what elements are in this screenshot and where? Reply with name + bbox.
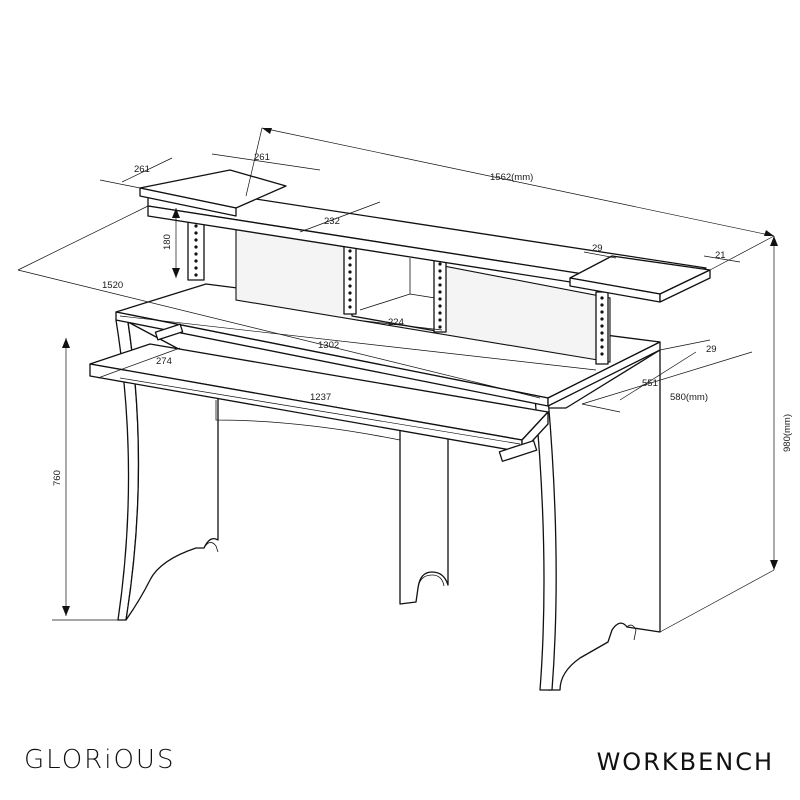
rack-hole [438,276,442,280]
rack-hole [438,325,442,329]
rack-hole [348,277,352,281]
rack-hole [438,283,442,287]
dim-top-shelf-depth: 261 [134,164,150,175]
rack-hole [438,290,442,294]
rack-hole [600,296,604,300]
rack-hole [194,245,198,249]
desktop [115,283,661,407]
rack-hole [348,256,352,260]
rack-hole [348,284,352,288]
rack-hole [348,263,352,267]
dim-total-height: 980(mm) [782,414,793,452]
dim-desk-depth-inner: 551 [642,378,658,389]
right-back-leg [545,349,661,691]
rack-hole [600,317,604,321]
rack-hole [348,298,352,302]
rack-hole [438,269,442,273]
rack-hole [348,249,352,253]
dim-shelf-thickness: 29 [592,243,603,254]
center-leg [399,389,449,605]
rack-hole [194,266,198,270]
right-shelf-block [569,255,711,303]
rack-hole [600,310,604,314]
dim-overall-width: 1562(mm) [490,172,533,183]
dimension-arrows [62,128,778,616]
dim-tray-width: 1237 [310,392,331,403]
dimension-lines [17,127,775,633]
rack-hole [438,311,442,315]
dim-desk-depth: 580(mm) [670,392,708,403]
left-leg [115,319,219,621]
dim-shelf-lip: 21 [715,250,726,261]
dim-desk-height: 760 [52,470,63,486]
brand-logo-text: GLORiOUS [24,745,176,775]
rack-hole [194,259,198,263]
dim-inner-width: 1302 [318,340,339,351]
dim-riser-height: 180 [162,234,173,250]
rack-hole [194,273,198,277]
dim-tray-depth: 274 [156,356,172,367]
rack-hole [348,270,352,274]
keyboard-tray [89,323,549,462]
product-title: WORKBENCH [596,748,774,776]
right-front-leg [534,397,557,691]
rack-hole [600,331,604,335]
rack-hole [348,305,352,309]
left-shelf-block [139,169,287,217]
dim-top-shelf-width: 261 [254,152,270,163]
rack-hole [600,324,604,328]
rack-hole [194,224,198,228]
rack-hole [600,345,604,349]
rack-hole [600,352,604,356]
rack-hole [194,252,198,256]
rack-hole [600,303,604,307]
dim-desk-thickness: 29 [706,344,717,355]
rack-hole [194,231,198,235]
dim-compartment-width: 224 [388,317,404,328]
rack-hole [438,318,442,322]
rack-hole [438,304,442,308]
rack-hole [348,291,352,295]
rack-hole [600,338,604,342]
rack-hole [194,238,198,242]
rack-hole [438,262,442,266]
tray-support [215,400,401,441]
dim-side-width: 1520 [102,280,123,291]
rack-hole [438,297,442,301]
dim-riser-depth: 232 [324,216,340,227]
